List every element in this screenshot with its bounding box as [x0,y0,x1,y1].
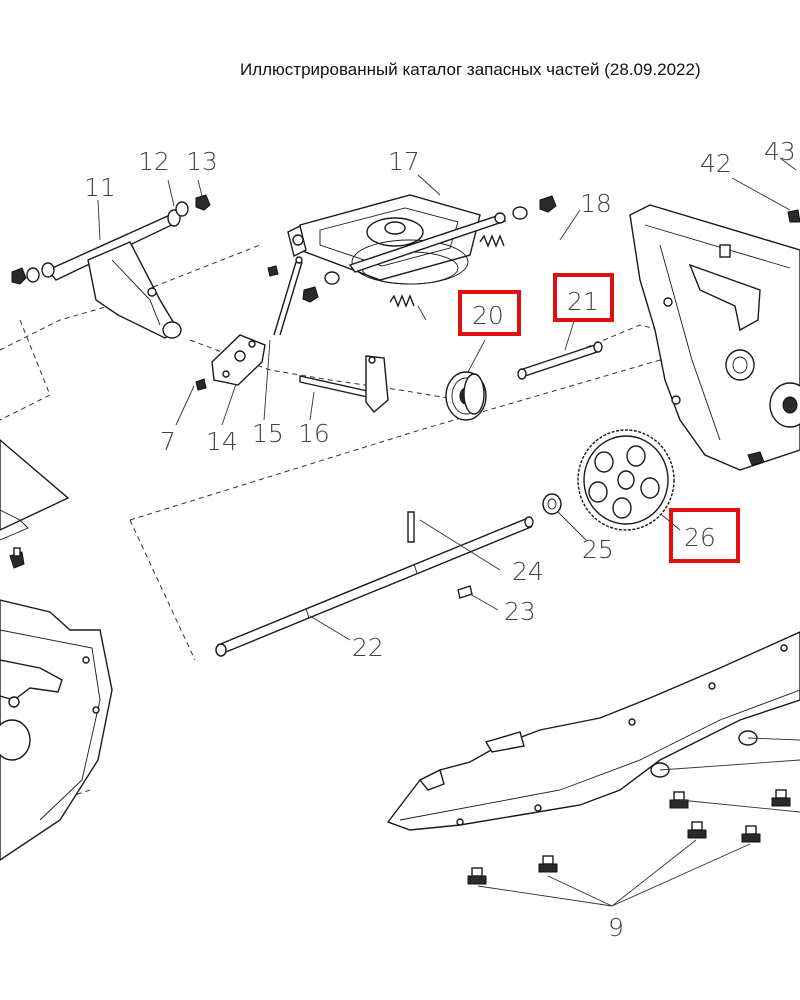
nuts-washers-left [11,194,211,285]
page-title: Иллюстрированный каталог запасных частей… [240,60,701,79]
part-26-gear[interactable] [577,429,675,531]
callout-9: 9 [608,913,624,942]
callout-24: 24 [512,557,544,586]
callout-7: 7 [160,427,176,456]
leader-lines [97,157,800,907]
callout-12: 12 [138,147,170,176]
callout-15: 15 [252,419,284,448]
part-24-pin[interactable] [407,511,415,543]
callout-17: 17 [388,147,420,176]
callout-21: 21 [567,287,599,316]
part-21-shaft[interactable] [517,341,603,380]
callout-13: 13 [186,147,218,176]
highlight-box-20 [458,290,521,336]
highlight-box-26 [669,508,740,563]
springs [389,234,505,321]
left-gear-housing[interactable] [0,599,113,861]
part-16-lever[interactable] [299,355,389,414]
callout-42: 42 [700,149,732,178]
part-25-washer[interactable] [542,493,562,515]
part-22-axle[interactable] [215,516,534,657]
callout-18: 18 [580,189,612,218]
callout-16: 16 [298,419,330,448]
part-14-bracket[interactable] [195,334,266,391]
part-20-pulley[interactable] [445,371,487,421]
part-15-rod[interactable] [267,256,303,336]
callout-14: 14 [206,427,238,456]
part-17-pulley-frame[interactable] [287,194,557,303]
callout-numbers: 11 12 13 17 18 20 21 7 14 15 16 42 43 24… [84,137,796,942]
left-cover-plate [0,439,70,569]
right-gear-housing[interactable] [629,204,800,471]
highlight-box-21 [553,273,614,322]
callout-43: 43 [764,137,796,166]
part-11-axle-bracket[interactable] [46,209,182,339]
callout-23: 23 [504,597,536,626]
callout-22: 22 [352,633,384,662]
callout-25: 25 [582,535,614,564]
highlight-boxes [458,273,740,563]
part-9-bolts[interactable] [467,789,791,885]
skid-plate[interactable] [386,631,800,831]
part-23-key[interactable] [457,585,473,599]
callout-26: 26 [684,523,716,552]
callout-20: 20 [472,301,504,330]
callout-11: 11 [84,173,116,202]
